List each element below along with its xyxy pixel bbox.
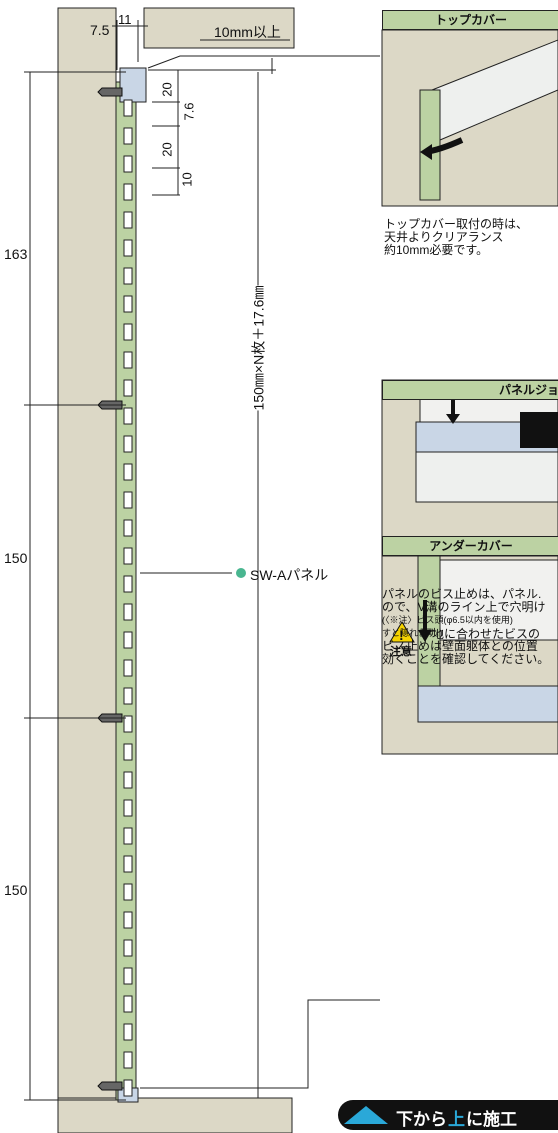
warning-icon [389, 621, 415, 643]
panel-tooth [123, 771, 133, 789]
under-cover-illustration [381, 555, 558, 755]
panel-tooth [123, 155, 133, 173]
panel-joint-note-2: すと隠れます。) [382, 628, 443, 638]
dim-150a: 150 [4, 550, 28, 566]
panel-tooth [123, 659, 133, 677]
dim-20a: 20 [159, 82, 175, 97]
panel-tooth [123, 1023, 133, 1041]
leader-top-cover [147, 55, 380, 69]
panel-dot [236, 568, 246, 578]
panel-joint-title: パネルジョ [382, 380, 558, 400]
panel-tooth [123, 323, 133, 341]
panel-tooth [123, 463, 133, 481]
top-cover-caption-1: トップカバー取付の時は、 [384, 217, 529, 231]
top-cover-profile [119, 67, 147, 103]
warning-label: 注意 [390, 646, 412, 658]
panel-tooth [123, 239, 133, 257]
panel-tooth [123, 407, 133, 425]
screw-icon [97, 87, 123, 97]
leader-under-cover [140, 999, 380, 1089]
panel-tooth [123, 575, 133, 593]
panel-tooth [123, 435, 133, 453]
panel-tooth [123, 967, 133, 985]
panel-tooth [123, 379, 133, 397]
panel-tooth [123, 1051, 133, 1069]
banner-text-1: 下から [396, 1110, 447, 1129]
banner-triangle-icon [344, 1106, 388, 1124]
panel-tooth [123, 519, 133, 537]
panel-tooth [123, 799, 133, 817]
ceiling-slab [143, 7, 295, 49]
top-cover-caption-2: 天井よりクリアランス [384, 230, 504, 244]
panel-tooth [123, 603, 133, 621]
dim-clearance: 10mm以上 [214, 24, 281, 40]
panel-tooth [123, 1079, 133, 1097]
svg-text:!: ! [399, 627, 404, 643]
dim-163: 163 [4, 246, 28, 262]
dim-150b: 150 [4, 882, 28, 898]
panel-label: SW-Aパネル [250, 567, 329, 583]
panel-tooth [123, 183, 133, 201]
panel-tooth [123, 883, 133, 901]
panel-teeth [123, 99, 133, 1097]
panel-tooth [123, 99, 133, 117]
panel-tooth [123, 939, 133, 957]
screws [97, 87, 123, 1091]
panel-tooth [123, 267, 133, 285]
panel-joint-caption-1: パネルのビス止めは、パネル. [382, 587, 542, 601]
panel-joint-caption-2: ので、V溝のライン上で穴明け [382, 600, 546, 614]
dim-7-5: 7.5 [90, 22, 110, 38]
top-cover-title: トップカバー [382, 10, 558, 30]
warning-text: 下地に合わせたビスの [420, 627, 541, 641]
top-cover-illustration [381, 29, 558, 207]
wall-base [57, 1097, 293, 1133]
screw-icon [97, 1081, 123, 1091]
panel-tooth [123, 547, 133, 565]
dim-11: 11 [118, 12, 132, 27]
panel-joint-caption-3: ビス止めは壁面躯体との位置 [382, 639, 538, 653]
dim-7-6: 7.6 [181, 102, 197, 121]
banner-text-2: 上 [448, 1110, 465, 1129]
dim-formula: 150㎜×N枚＋17.6㎜ [248, 285, 269, 411]
under-cover-title: アンダーカバー [382, 536, 558, 556]
panel-tooth [123, 631, 133, 649]
panel-tooth [123, 715, 133, 733]
panel-tooth [123, 911, 133, 929]
bottom-banner: 下から 上 に施工 [338, 1100, 558, 1130]
panel-tooth [123, 211, 133, 229]
top-cover-caption-3: 約10mm必要です。 [384, 243, 489, 257]
panel-tooth [123, 295, 133, 313]
panel-tooth [123, 743, 133, 761]
panel-tooth [123, 827, 133, 845]
panel-tooth [123, 127, 133, 145]
panel-tooth [123, 351, 133, 369]
wall-body [57, 7, 117, 1099]
dim-20b: 20 [159, 142, 175, 157]
dim-10: 10 [179, 172, 195, 187]
panel-tooth [123, 995, 133, 1013]
panel-joint-caption-4: 効くことを確認してください。 [382, 652, 550, 666]
panel-joint-note-1: (〈※注〉ビス頭(φ6.5以内を使用) [382, 615, 513, 625]
panel-tooth [123, 687, 133, 705]
panel-tooth [123, 855, 133, 873]
panel-tooth [123, 491, 133, 509]
banner-text-3: に施工 [466, 1110, 517, 1129]
